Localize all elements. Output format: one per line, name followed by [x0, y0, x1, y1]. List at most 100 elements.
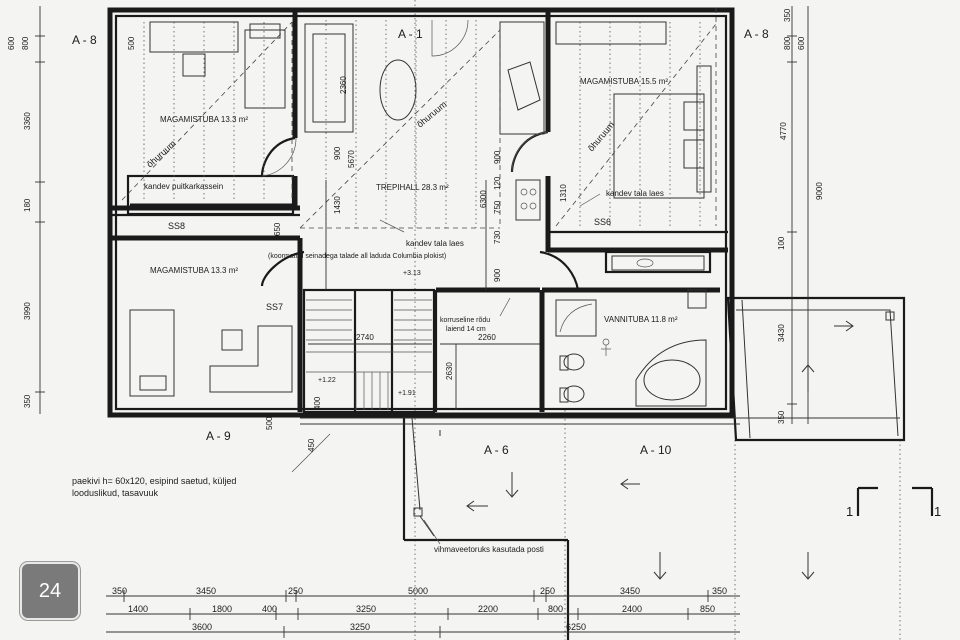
dim-bottom-2: 2200	[478, 604, 498, 614]
dim-inner: 6300	[479, 190, 488, 208]
leader-lines	[291, 193, 601, 545]
air-space-markings	[121, 8, 717, 229]
dim-inner: 750	[493, 200, 502, 214]
page-number: 24	[38, 579, 62, 602]
dim-bottom-2: 400	[262, 604, 277, 614]
dim-right: 800	[783, 36, 792, 50]
dim-inner: 500	[265, 416, 274, 430]
paekivi-note-line2: looduslikud, tasavuuk	[72, 488, 159, 498]
dim-right: 350	[777, 410, 786, 424]
axis-label-a8-left: A - 8	[72, 33, 97, 47]
section-label-1-right: 1	[934, 504, 941, 519]
dim-left: 800	[21, 36, 30, 50]
dim-inner: 1310	[559, 184, 568, 202]
dim-left: 350	[23, 394, 32, 408]
axis-label-a8-right: A - 8	[744, 27, 769, 41]
dim-bottom-2: 850	[700, 604, 715, 614]
koormatud-label: (koormatud seinadega talade all laduda C…	[268, 253, 446, 260]
ss8-label: SS8	[168, 221, 185, 231]
dimension-lines	[35, 6, 809, 638]
level-313-label: +3.13	[403, 270, 421, 277]
dim-inner: 2630	[445, 362, 454, 380]
dim-bottom-1: 350	[112, 586, 127, 596]
dim-right: 350	[783, 8, 792, 22]
dim-inner: 400	[313, 396, 322, 410]
dim-right: 9000	[815, 182, 824, 200]
room-label-bathroom: VANNITUBA 11.8 m²	[604, 315, 678, 324]
dim-bottom-1: 5000	[408, 586, 428, 596]
dim-bottom-3: 3600	[192, 622, 212, 632]
dim-bottom-2: 800	[548, 604, 563, 614]
dim-inner: 500	[127, 36, 136, 50]
axis-label-a6: A - 6	[484, 443, 509, 457]
paekivi-note-line1: paekivi h= 60x120, esipind saetud, külje…	[72, 476, 236, 486]
dim-bottom-2: 1400	[128, 604, 148, 614]
dim-inner: 2740	[356, 333, 374, 342]
dim-bottom-2: 3250	[356, 604, 376, 614]
annotation-labels: õhuruum õhuruum õhuruum kandev puitkarka…	[72, 99, 664, 554]
dim-right: 100	[777, 236, 786, 250]
room-label-hall: TREPIHALL 28.3 m²	[376, 183, 449, 192]
dim-left: 3360	[23, 112, 32, 130]
dim-left: 180	[23, 198, 32, 212]
inner-dimensions: 2360 900 5670 1430 650 900 6300 750 730 …	[127, 36, 568, 452]
dim-right: 4770	[779, 122, 788, 140]
ohuruum-label-2: õhuruum	[415, 99, 449, 129]
dim-inner: 1430	[333, 196, 342, 214]
room-label-bedroom-w: MAGAMISTUBA 13.3 m²	[150, 266, 238, 275]
dim-inner: 730	[493, 230, 502, 244]
door-swings	[261, 19, 549, 177]
korrus-label-2: laiend 14 cm	[446, 326, 486, 333]
ohuruum-label-3: õhuruum	[586, 120, 616, 154]
dim-inner: 450	[307, 438, 316, 452]
axis-label-a10: A - 10	[640, 443, 672, 457]
ohuruum-label-1: õhuruum	[145, 138, 178, 169]
dim-inner: 2360	[339, 76, 348, 94]
level-191-label: +1.91	[398, 390, 416, 397]
ss7-label: SS7	[266, 302, 283, 312]
dim-right: 3430	[777, 324, 786, 342]
dim-inner: 900	[493, 268, 502, 282]
dim-inner: 650	[273, 222, 282, 236]
korrus-label: korruseline rõdu	[440, 317, 490, 324]
dim-bottom-2: 2400	[622, 604, 642, 614]
bottom-dimensions: 350 3450 250 5000 250 3450 350 1400 1800…	[112, 586, 727, 632]
dim-left: 3990	[23, 302, 32, 320]
dim-left: 600	[7, 36, 16, 50]
furniture	[129, 21, 712, 407]
left-dimensions: 600 800 3360 180 3990 350	[7, 36, 32, 408]
room-label-bedroom-nw: MAGAMISTUBA 13.3 m²	[160, 115, 248, 124]
dim-bottom-1: 350	[712, 586, 727, 596]
dim-inner: 900	[333, 146, 342, 160]
dim-bottom-1: 3450	[620, 586, 640, 596]
axis-labels: A - 8 A - 8 A - 1 A - 9 A - 6 A - 10 1 1	[72, 27, 941, 519]
section-markers	[856, 486, 934, 516]
vihm-note: vihmaveetoruks kasutada posti	[434, 545, 544, 554]
dim-bottom-3: 3250	[350, 622, 370, 632]
dim-inner: 900	[493, 150, 502, 164]
ss6-label: SS6	[594, 217, 611, 227]
dim-bottom-1: 250	[540, 586, 555, 596]
dim-inner: 2260	[478, 333, 496, 342]
axis-label-a9: A - 9	[206, 429, 231, 443]
room-labels: MAGAMISTUBA 13.3 m² MAGAMISTUBA 15.5 m² …	[150, 77, 678, 324]
right-dimensions: 350 600 800 4770 9000 100 3430 350	[777, 8, 824, 424]
dim-right: 600	[797, 36, 806, 50]
dim-inner: 120	[493, 176, 502, 190]
kandev-tala-right-label: kandev tala laes	[606, 189, 664, 198]
room-label-bedroom-ne: MAGAMISTUBA 15.5 m²	[580, 77, 668, 86]
dim-bottom-2: 1800	[212, 604, 232, 614]
stairs	[306, 299, 432, 410]
dim-inner: 5670	[347, 150, 356, 168]
terrace-outline	[300, 296, 906, 640]
kandev-tala-center-label: kandev tala laes	[406, 239, 464, 248]
dim-bottom-1: 3450	[196, 586, 216, 596]
page-number-badge[interactable]: 24	[20, 562, 80, 620]
axis-label-a1: A - 1	[398, 27, 423, 41]
section-label-1-left: 1	[846, 504, 853, 519]
slope-arrows	[466, 320, 854, 580]
kandev-puitkarkassein-label: kandev puitkarkassein	[144, 182, 223, 191]
dim-bottom-3: 6250	[566, 622, 586, 632]
